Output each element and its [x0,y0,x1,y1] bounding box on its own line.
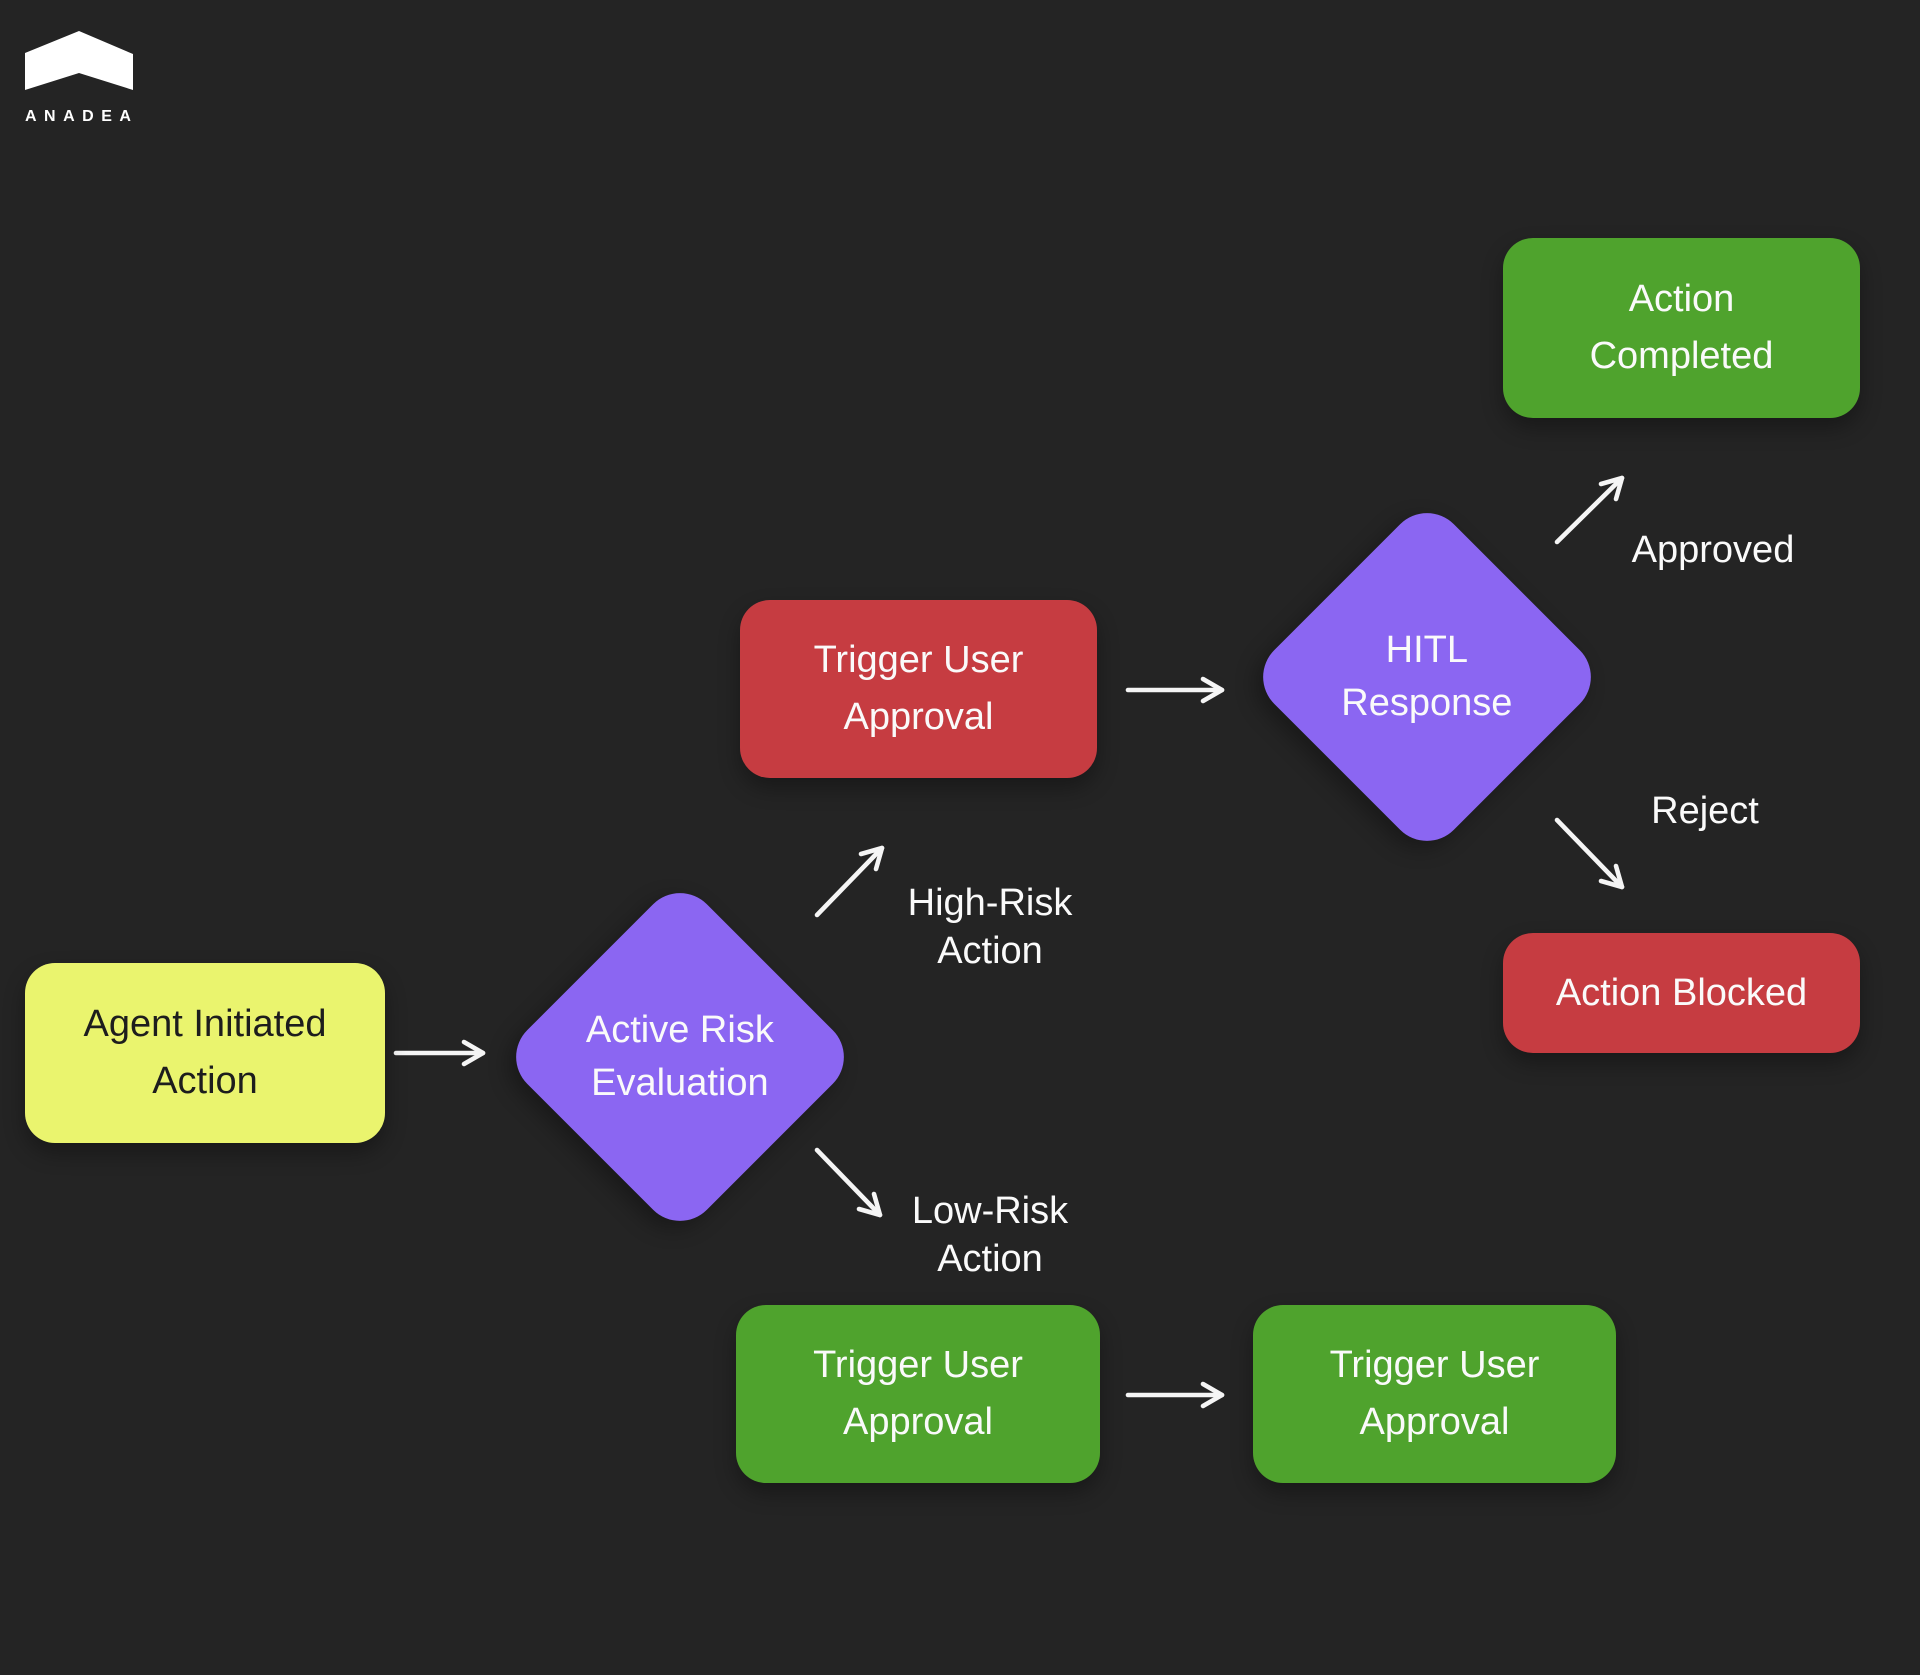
node-action-completed: Action Completed [1503,238,1860,418]
arrow-risk-to-approval-high [814,845,885,918]
node-hitl-response: HITL Response [1247,497,1607,857]
edge-label-high-risk-action: High-Risk Action [907,882,1073,972]
node-label: Trigger User Approval [813,639,1024,738]
node-trigger-user-approval-high: Trigger User Approval [740,600,1097,778]
arrow-risk-to-approval-low [814,1147,883,1218]
arrow-hitl-to-blocked [1554,817,1625,890]
edge-label-approved: Approved [1631,529,1795,571]
node-label: Trigger User Approval [813,1344,1023,1443]
node-active-risk-evaluation: Active Risk Evaluation [500,877,860,1237]
arrow-approval-low-to-approval-low [1125,1381,1225,1409]
node-label: Active Risk Evaluation [586,1008,774,1104]
roof-chevron-icon [25,31,133,90]
node-agent-initiated-action: Agent Initiated Action [25,963,385,1143]
anadea-logo: ANADEA [25,30,145,126]
node-label: Agent Initiated Action [83,1003,327,1102]
node-action-blocked: Action Blocked [1503,933,1860,1053]
node-trigger-user-approval-low-right: Trigger User Approval [1253,1305,1616,1483]
arrow-approval-to-hitl [1125,676,1225,704]
node-label: HITL Response [1341,628,1513,724]
brand-wordmark: ANADEA [25,108,139,125]
edge-label-reject: Reject [1651,790,1759,832]
arrow-agent-to-risk [393,1039,486,1067]
edge-label-low-risk-action: Low-Risk Action [911,1190,1069,1280]
node-label: Action Blocked [1555,971,1808,1014]
node-trigger-user-approval-low-left: Trigger User Approval [736,1305,1100,1483]
node-label: Action Completed [1589,278,1774,377]
node-label: Trigger User Approval [1329,1344,1540,1443]
